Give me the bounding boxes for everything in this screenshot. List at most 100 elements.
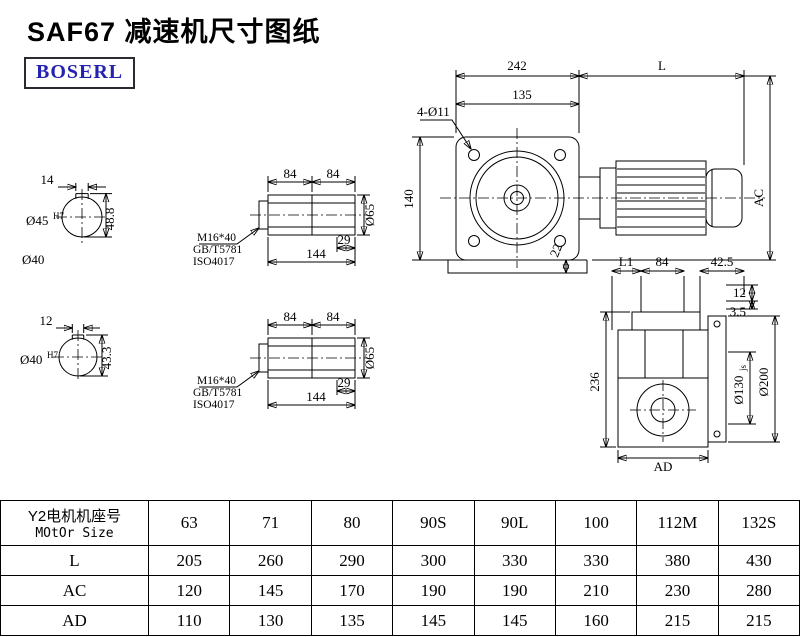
dim-42-5-label: 42.5 [711, 254, 734, 269]
table-cell: 290 [310, 545, 394, 576]
table-cell: 135 [310, 605, 394, 636]
bolt-spec-line3: ISO4017 [193, 256, 235, 268]
dim-140-label: 140 [401, 189, 416, 209]
dim-L1: L1 [611, 254, 642, 330]
bolt-spec-line1: M16*40 [197, 375, 236, 387]
bore-tolerance-label: H7 [47, 350, 58, 360]
shaft-side-view-bottom: 84 84 29 144 Ø65 [193, 309, 377, 411]
dim-L-label: L [658, 58, 666, 73]
table-cell: 80 [310, 500, 394, 546]
bore-end-view-top: 14 48.8 Ø45 H7 Ø40 [22, 172, 117, 267]
bolt-spec-line2: GB/T5781 [193, 387, 242, 399]
table-cell: 380 [636, 545, 719, 576]
dim-12-label: 12 [733, 285, 746, 300]
dim-bolt-holes: 4-Ø11 [417, 104, 471, 149]
mounting-bolt-holes [468, 149, 566, 247]
dim-keyway-width: 14 [41, 172, 106, 191]
dim-43-3-label: 43.3 [99, 347, 114, 370]
table-cell: 132S [717, 500, 800, 546]
row-label: L [0, 545, 149, 576]
brand-logo: BOSERL [24, 57, 136, 89]
table-cell: 330 [554, 545, 638, 576]
dim-84-label: 84 [656, 254, 670, 269]
brand-logo-text: BOSERL [36, 61, 124, 83]
dim-242-label: 242 [507, 58, 527, 73]
motor-frame-label-en: MOtOr Size [35, 526, 114, 541]
table-cell: 330 [473, 545, 556, 576]
dim-keyway-height: 43.3 [80, 334, 114, 377]
table-cell: 90S [392, 500, 475, 546]
technical-drawing: 242 L 135 4-Ø11 140 [20, 58, 780, 474]
bolt-spec-line1: M16*40 [197, 232, 236, 244]
dim-d65-label: Ø65 [362, 204, 377, 226]
dim-AC: AC [592, 75, 776, 261]
table-cell: 160 [554, 605, 638, 636]
dim-84-left-label: 84 [284, 166, 298, 181]
dim-d65: Ø65 [357, 194, 377, 236]
retaining-bolt-spec: M16*40 GB/T5781 ISO4017 [193, 371, 259, 411]
table-cell: 215 [717, 605, 800, 636]
dim-14-label: 14 [41, 172, 55, 187]
dim-d130-tol-label: js [738, 365, 748, 373]
dim-22-label: 22 [546, 241, 565, 259]
dim-84-left-label: 84 [284, 309, 298, 324]
dim-84: 84 [641, 254, 685, 312]
dim-29: 29 [336, 375, 356, 395]
dim-29-label: 29 [338, 375, 351, 390]
dim-135: 135 [456, 87, 579, 104]
dim-135-label: 135 [512, 87, 532, 102]
table-cell: 190 [392, 575, 475, 606]
retaining-bolt-spec: M16*40 GB/T5781 ISO4017 [193, 228, 259, 268]
motor-frame-header-cell: Y2电机机座号 MOtOr Size [0, 500, 149, 546]
table-cell: 90L [473, 500, 556, 546]
dimension-table: Y2电机机座号 MOtOr Size 63 71 80 90S 90L 100 … [0, 500, 800, 636]
dim-29: 29 [336, 232, 356, 252]
dim-AD: AD [617, 450, 709, 474]
dim-84-right-label: 84 [327, 309, 341, 324]
table-cell: 300 [392, 545, 475, 576]
table-row-AC: AC 120 145 170 190 190 210 230 280 [0, 575, 800, 606]
table-cell: 71 [229, 500, 312, 546]
table-cell: 170 [310, 575, 394, 606]
dim-236: 236 [587, 311, 630, 448]
dim-3-5-vertical: 3.5 [726, 301, 758, 319]
dim-12-keyway-label: 12 [40, 313, 53, 328]
dim-AD-label: AD [654, 459, 673, 474]
dim-3-5-label: 3.5 [730, 304, 746, 319]
dim-84-84: 84 84 [267, 166, 356, 192]
table-cell: 145 [392, 605, 475, 636]
table-cell: 145 [229, 575, 312, 606]
dim-236-label: 236 [587, 372, 602, 392]
table-cell: 190 [473, 575, 556, 606]
table-cell: 260 [229, 545, 312, 576]
dim-d65: Ø65 [357, 337, 377, 379]
table-cell: 430 [717, 545, 800, 576]
table-cell: 120 [147, 575, 231, 606]
table-cell: 205 [147, 545, 231, 576]
table-row-L: L 205 260 290 300 330 330 380 430 [0, 545, 800, 576]
dim-d200: Ø200 [728, 315, 780, 443]
dim-12-vertical: 12 [726, 284, 758, 302]
dim-22: 22 [546, 241, 566, 273]
dim-84-84: 84 84 [267, 309, 356, 335]
row-label: AC [0, 575, 149, 606]
dim-144-label: 144 [306, 246, 326, 261]
dim-d200-label: Ø200 [756, 368, 771, 397]
table-cell: 145 [473, 605, 556, 636]
table-header-row: Y2电机机座号 MOtOr Size 63 71 80 90S 90L 100 … [0, 500, 800, 546]
dim-keyway-width: 12 [40, 313, 100, 333]
bore-diameter-label: Ø40 [20, 352, 42, 367]
bore-diameter-label: Ø45 [26, 213, 48, 228]
table-cell: 100 [554, 500, 638, 546]
table-row-AD: AD 110 130 135 145 145 160 215 215 [0, 605, 800, 636]
dim-d130: Ø130 js [728, 351, 756, 425]
dim-AC-label: AC [751, 189, 766, 207]
dim-140: 140 [401, 136, 454, 261]
shaft-side-view-top: 84 84 29 144 Ø65 [193, 166, 377, 268]
bolt-spec-line3: ISO4017 [193, 399, 235, 411]
shaft-diameter-label: Ø40 [22, 252, 44, 267]
dim-L1-label: L1 [619, 254, 633, 269]
main-view: 242 L 135 4-Ø11 140 [401, 58, 776, 274]
table-cell: 112M [636, 500, 719, 546]
bore-tolerance-label: H7 [53, 211, 64, 221]
